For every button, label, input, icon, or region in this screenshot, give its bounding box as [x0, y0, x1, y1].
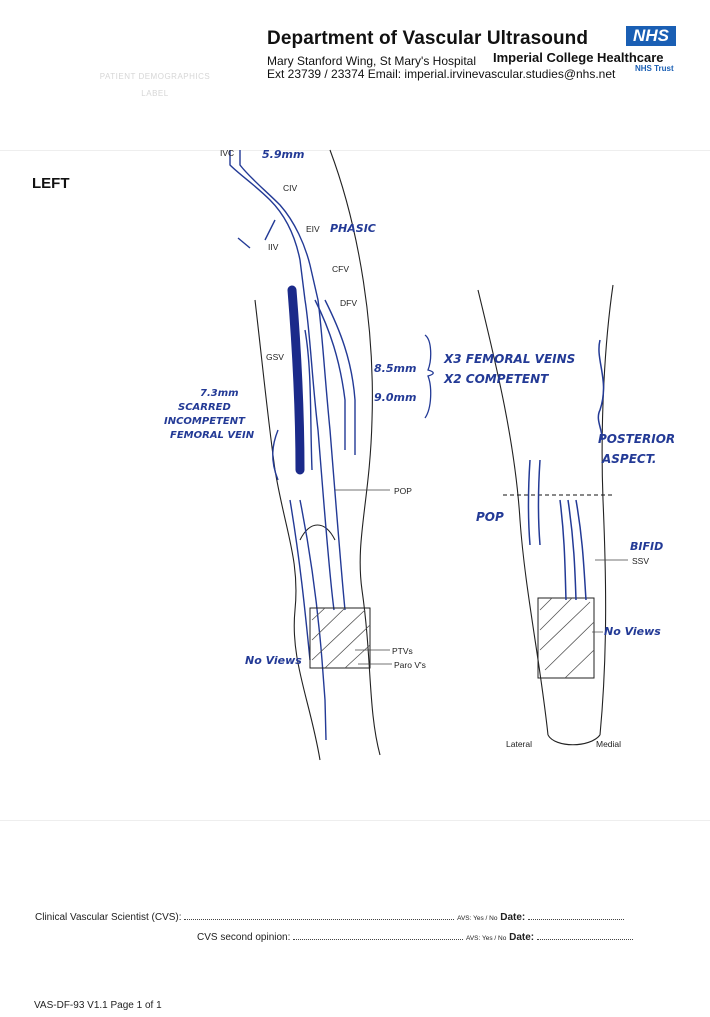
front-calf-box: [310, 608, 370, 668]
femoral-bracket: [425, 335, 433, 418]
phasic-note: PHASIC: [330, 222, 376, 235]
cvs-signature-field[interactable]: [184, 910, 454, 920]
no-views-front-note: No Views: [245, 654, 302, 667]
scarred-note: SCARRED: [178, 402, 231, 413]
femoral-vein-note: FEMORAL VEIN: [170, 430, 254, 441]
civ-label: CIV: [283, 183, 297, 193]
iiv-label: IIV: [268, 242, 278, 252]
lateral-label: Lateral: [506, 739, 532, 749]
dfv-label: DFV: [340, 298, 357, 308]
cvs-avs-choice[interactable]: AVS: Yes / No: [457, 915, 497, 922]
ivc-label: IVC: [220, 148, 234, 158]
aspect-note: ASPECT.: [602, 452, 656, 466]
document-reference: VAS-DF-93 V1.1 Page 1 of 1: [34, 1000, 162, 1011]
bifid-note: BIFID: [630, 540, 663, 553]
second-opinion-date-label: Date:: [509, 932, 534, 943]
pop-back-note: POP: [476, 510, 504, 524]
measure-2-note: 9.0mm: [374, 391, 416, 404]
competent-note: X2 COMPETENT: [444, 372, 548, 386]
cvs-date-label: Date:: [500, 912, 525, 923]
eiv-label: EIV: [306, 224, 320, 234]
front-vein-network: [230, 150, 355, 740]
gsv-label: GSV: [266, 352, 284, 362]
second-opinion-date-field[interactable]: [537, 930, 633, 940]
pop-label: POP: [394, 486, 412, 496]
second-opinion-line: CVS second opinion: AVS: Yes / No Date:: [197, 930, 633, 943]
gsv-vein: [292, 290, 300, 470]
measure-1-note: 8.5mm: [374, 362, 416, 375]
medial-label: Medial: [596, 739, 621, 749]
cvs-date-field[interactable]: [528, 910, 624, 920]
scarred-measure-note: 7.3mm: [200, 388, 239, 399]
paro-label: Paro V's: [394, 660, 426, 670]
ssv-label: SSV: [632, 556, 649, 566]
back-calf-box: [538, 598, 594, 678]
second-opinion-label: CVS second opinion:: [197, 932, 290, 943]
second-opinion-avs-choice[interactable]: AVS: Yes / No: [466, 935, 506, 942]
second-opinion-signature-field[interactable]: [293, 930, 463, 940]
ivc-diameter-note: 5.9mm: [262, 148, 304, 161]
femoral-veins-note: X3 FEMORAL VEINS: [444, 352, 575, 366]
cvs-label: Clinical Vascular Scientist (CVS):: [35, 912, 182, 923]
cfv-label: CFV: [332, 264, 349, 274]
ptvs-label: PTVs: [392, 646, 413, 656]
posterior-note: POSTERIOR: [598, 432, 675, 446]
no-views-back-note: No Views: [604, 625, 661, 638]
cvs-signature-line: Clinical Vascular Scientist (CVS): AVS: …: [35, 910, 624, 923]
incompetent-note: INCOMPETENT: [164, 416, 245, 427]
